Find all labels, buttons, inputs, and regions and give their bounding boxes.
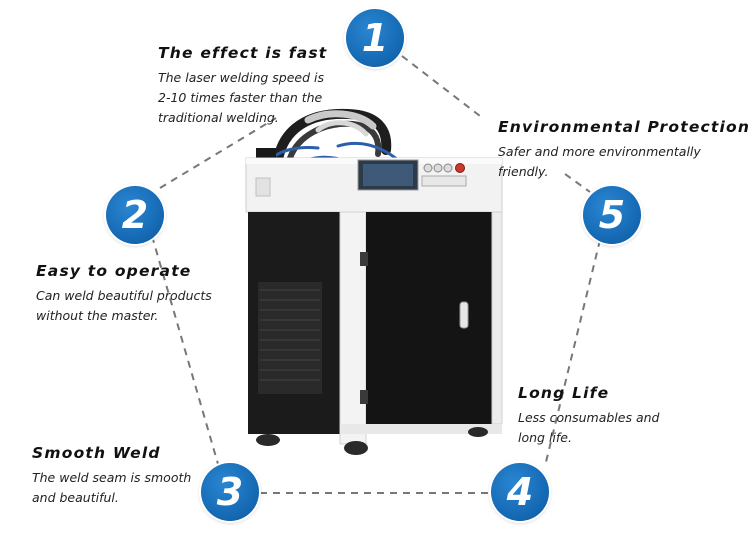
feature-badge-3: 3 — [201, 463, 259, 521]
feature-badge-2: 2 — [106, 186, 164, 244]
feature-badge-1: 1 — [346, 9, 404, 67]
laser-welding-machine-image — [245, 108, 503, 455]
feature-title-long-life: Long Life — [518, 384, 610, 402]
feature-desc-environmental: Safer and more environmentally friendly. — [498, 144, 701, 179]
feature-title-fast: The effect is fast — [158, 44, 328, 62]
side-vent — [255, 177, 271, 197]
cabinet-door — [366, 212, 492, 424]
connector-2-3 — [151, 235, 219, 465]
feature-badge-4: 4 — [491, 463, 549, 521]
feature-title-smooth: Smooth Weld — [32, 444, 161, 462]
door-handle — [459, 301, 469, 329]
hinge-bottom — [360, 390, 368, 404]
feature-title-environmental: Environmental Protection — [498, 118, 750, 136]
cabinet-base — [340, 424, 502, 434]
connector-2-1 — [159, 117, 277, 189]
cabinet-frame — [339, 211, 367, 445]
control-buttons — [421, 163, 467, 187]
feature-desc-smooth: The weld seam is smooth and beautiful. — [32, 470, 192, 505]
feature-title-easy: Easy to operate — [36, 262, 192, 280]
feature-desc-easy: Can weld beautiful products without the … — [36, 288, 212, 323]
feature-badge-5: 5 — [583, 186, 641, 244]
connector-1-5 — [401, 55, 481, 117]
connector-5-text — [564, 173, 591, 193]
vent-grille — [258, 282, 322, 394]
hinge-top — [360, 252, 368, 266]
cable-bundle — [266, 108, 400, 166]
wheels — [256, 427, 488, 455]
feature-desc-fast: The laser welding speed is 2-10 times fa… — [158, 70, 325, 125]
feature-desc-long-life: Less consumables and long life. — [518, 410, 660, 445]
